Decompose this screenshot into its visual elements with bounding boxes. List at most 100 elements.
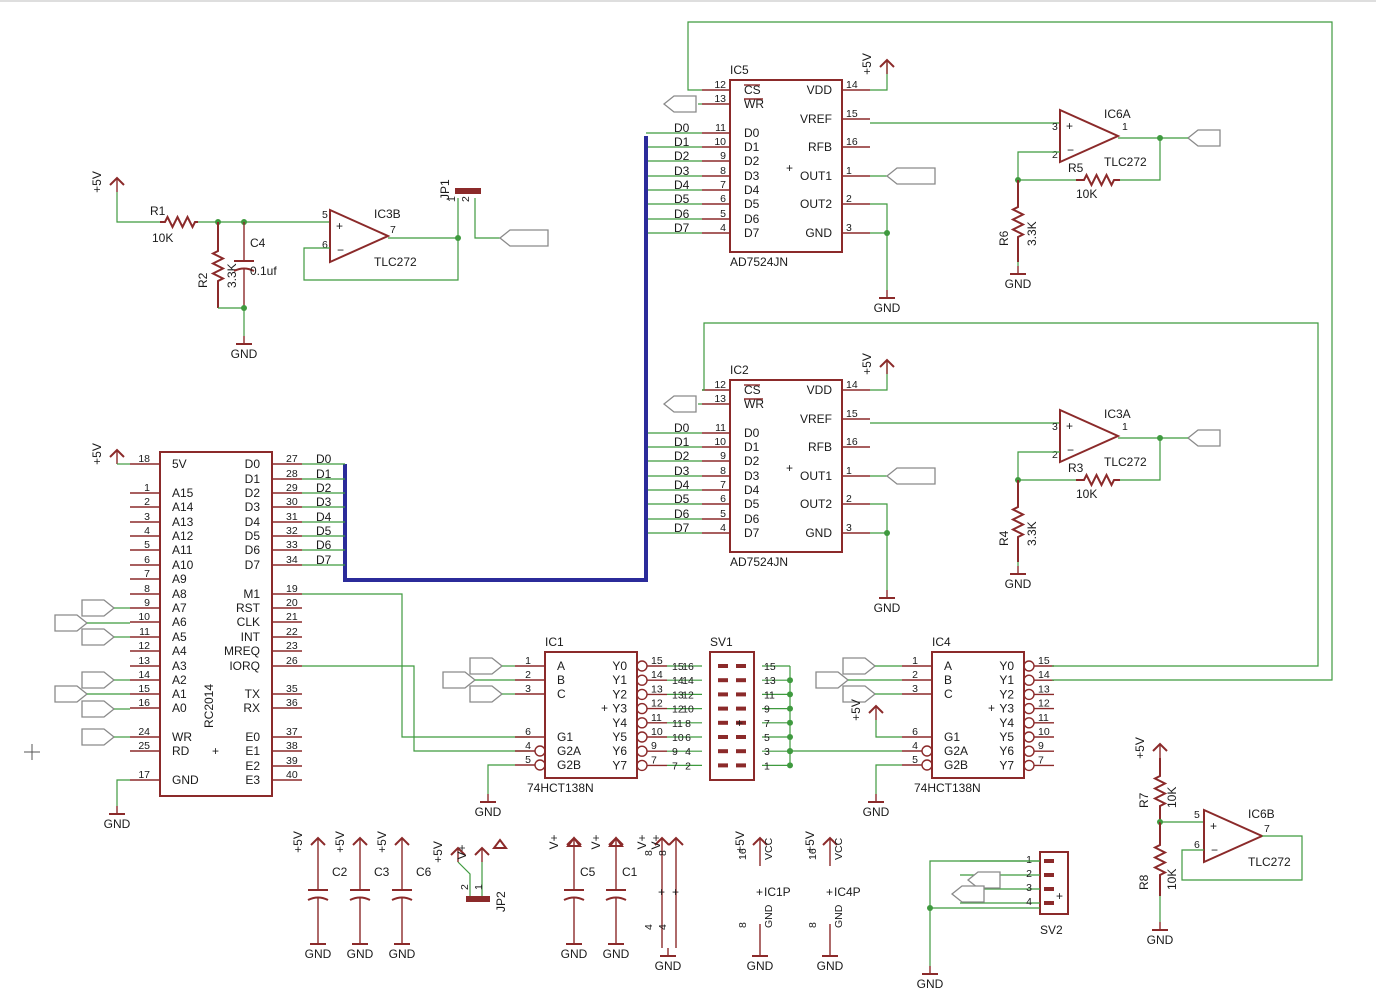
ic2-rpinnum: 2 <box>846 493 852 505</box>
ic5-lpinnum: 7 <box>720 179 726 191</box>
sv1-body <box>709 651 755 781</box>
rc2014-rsig: CLK <box>237 615 260 629</box>
ic1-rsig: Y3 <box>612 702 627 716</box>
vplus-op1-arrow <box>654 836 670 846</box>
sv2-name: SV2 <box>1040 923 1063 937</box>
sv1-lpinnum: 2 <box>685 760 691 772</box>
ic5-bus-2: D2 <box>674 149 690 163</box>
sv1-outer: 10 <box>672 732 684 744</box>
rc2014-lsig: GND <box>172 773 199 787</box>
ic6b-symbol <box>1203 808 1265 864</box>
rc2014-lpinnum: 5 <box>144 539 150 551</box>
ic4-lpinnum: 2 <box>912 669 918 681</box>
ic4-body <box>931 651 1025 779</box>
sv2-pinnum: 1 <box>1026 854 1032 866</box>
ic2-lsig: D5 <box>744 497 760 511</box>
wire <box>929 860 1040 966</box>
rc2014-rsig: E2 <box>245 759 260 773</box>
rc2014-lsig: A11 <box>172 543 193 557</box>
gnd-c2-label: GND <box>305 947 332 961</box>
ic2-rsig: VREF <box>800 412 832 426</box>
rc2014-lpinnum: 24 <box>138 726 150 738</box>
ic5-lpinnum: 6 <box>720 193 726 205</box>
ic2-rpinnum: 16 <box>846 436 858 448</box>
rc2014-rpinnum: 23 <box>286 640 298 652</box>
ic5-bus-6: D6 <box>674 207 690 221</box>
ic2-bus-1: D1 <box>674 435 690 449</box>
ic1-lsig: A <box>557 659 565 673</box>
ic6a-pin1: 1 <box>1122 121 1128 133</box>
rc2014-rsig: D2 <box>245 486 261 500</box>
sv2-port-o2 <box>950 885 985 903</box>
vcc-c6-arrow <box>394 836 410 846</box>
rc2014-rpinnum: 38 <box>286 740 298 752</box>
vcc-ic1p-arrow <box>752 836 768 846</box>
ic4-rsig: Y5 <box>999 730 1014 744</box>
sv1-rpinnum: 5 <box>764 732 770 744</box>
rc2014-rsig: D7 <box>245 558 261 572</box>
rc2014-body <box>159 451 273 797</box>
ic5-vdd-label: +5V <box>860 53 874 75</box>
ic2-lpinnum: 5 <box>720 508 726 520</box>
wire <box>1181 835 1303 881</box>
junction-dot <box>927 905 933 911</box>
jp1-pin1: 1 <box>446 196 458 202</box>
ic2-lpinnum: 4 <box>720 522 726 534</box>
sv1-lpinnum: 16 <box>682 661 694 673</box>
sv1-lpinnum: 12 <box>682 689 694 701</box>
rc2014-rpinnum: 36 <box>286 697 298 709</box>
rc2014-rsig: D3 <box>245 500 261 514</box>
rc2014-lpinnum: 25 <box>138 740 150 752</box>
ic4-rpinnum: 13 <box>1038 683 1050 695</box>
rc2014-rpinnum: 30 <box>286 496 298 508</box>
ic5-rpinnum: 2 <box>846 193 852 205</box>
ic1p-p16: 16 <box>737 848 749 860</box>
sv1-rpinnum: 9 <box>764 704 770 716</box>
sv1-rpinnum: 7 <box>764 718 770 730</box>
ic2-part: AD7524JN <box>730 555 788 569</box>
sv1-pad-l <box>718 720 728 725</box>
ic2-rsig: RFB <box>808 440 832 454</box>
ic1-rsig: Y2 <box>612 687 627 701</box>
rc2014-rsig: TX <box>245 687 260 701</box>
rc2014-lsig: A10 <box>172 558 194 572</box>
vcc-c3-arrow <box>352 836 368 846</box>
ic4-bubble <box>921 759 933 771</box>
vcc-c3-label: +5V <box>333 831 347 853</box>
ic1-rsig: Y4 <box>612 716 627 730</box>
ic6a-out-port <box>1186 129 1221 147</box>
ic5-rpinnum: 3 <box>846 222 852 234</box>
rc2014-rpinnum: 27 <box>286 453 298 465</box>
ic2-bus-4: D4 <box>674 478 690 492</box>
ic5-rpinnum: 14 <box>846 79 858 91</box>
ic1p-origin: + <box>756 885 763 899</box>
ic1-lpinnum: 5 <box>525 754 531 766</box>
ic4-lsig: G2B <box>944 758 968 772</box>
ic1p-p8: 8 <box>737 922 749 928</box>
ic5-bus-4: D4 <box>674 178 690 192</box>
rc2014-rpinnum: 22 <box>286 626 298 638</box>
ic5-part: AD7524JN <box>730 255 788 269</box>
ic4-obubble <box>1023 674 1035 686</box>
rc2014-lsig: A9 <box>172 572 187 586</box>
sv1-lpinnum: 14 <box>682 675 694 687</box>
sv1-rpinnum: 1 <box>764 760 770 772</box>
rc2014-lpinnum: 11 <box>139 626 150 638</box>
ic2-lsig: D0 <box>744 426 760 440</box>
ic4-port-a1 <box>815 671 850 689</box>
rc2014-bus-2: D2 <box>316 481 332 495</box>
ic5-lsig: WR <box>744 97 764 111</box>
ic2-lsig: D7 <box>744 526 760 540</box>
ic4-lsig: G2A <box>944 744 968 758</box>
rc2014-lpinnum: 14 <box>138 669 150 681</box>
ic4-rsig: Y3 <box>999 702 1014 716</box>
rc2014-rpinnum: 32 <box>286 525 298 537</box>
ic5-origin: + <box>786 161 793 175</box>
ic1-rpinnum: 14 <box>651 669 663 681</box>
ic3a-symbol <box>1059 408 1121 464</box>
ic4p-vcc: VCC <box>833 837 845 860</box>
wire <box>702 322 1319 667</box>
sv1-pad-l <box>718 678 728 683</box>
rc2014-lsig: A0 <box>172 701 187 715</box>
